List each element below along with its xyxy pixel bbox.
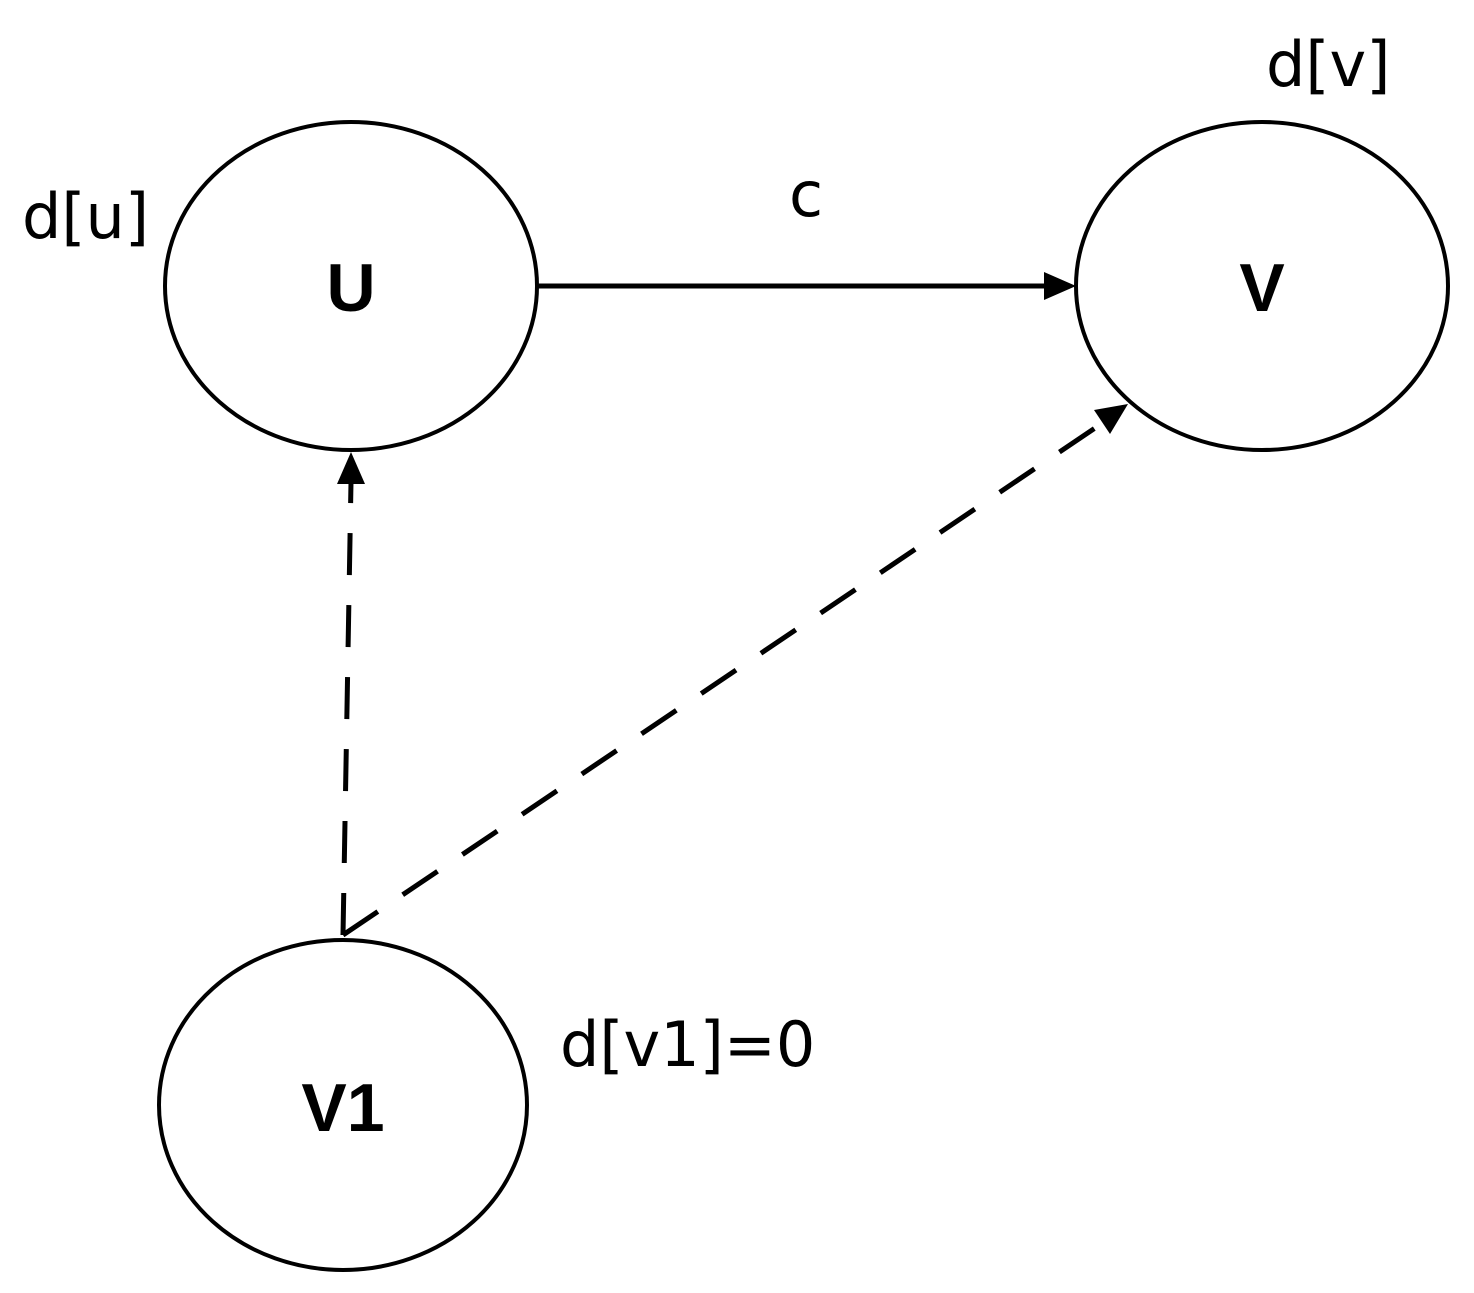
node-v1-distance-label: d[v1]=0 (560, 1008, 815, 1081)
node-v-distance-label: d[v] (1266, 28, 1390, 101)
edge-u-to-v-label: c (789, 158, 823, 231)
node-v-ellipse (1074, 120, 1450, 452)
edge-u-to-v-arrowhead (1044, 272, 1076, 300)
node-v1-ellipse (157, 938, 529, 1272)
node-v1-label: V1 (301, 1070, 384, 1146)
edge-u-to-v (538, 272, 1076, 300)
node-u-ellipse (163, 120, 539, 452)
edge-v1-to-u (337, 452, 365, 936)
node-v-label: V (1239, 250, 1284, 326)
node-v1: V1 (157, 938, 529, 1272)
edge-v1-to-u-line (340, 481, 354, 936)
node-v: V (1074, 120, 1450, 452)
node-u-distance-label: d[u] (22, 180, 149, 253)
edge-v1-to-v (341, 404, 1128, 938)
edge-v1-to-u-arrowhead (337, 452, 365, 484)
node-u: U (163, 120, 539, 452)
edge-v1-to-v-arrowhead (1094, 404, 1128, 434)
node-u-label: U (326, 250, 375, 326)
edge-v1-to-v-line (341, 419, 1106, 938)
